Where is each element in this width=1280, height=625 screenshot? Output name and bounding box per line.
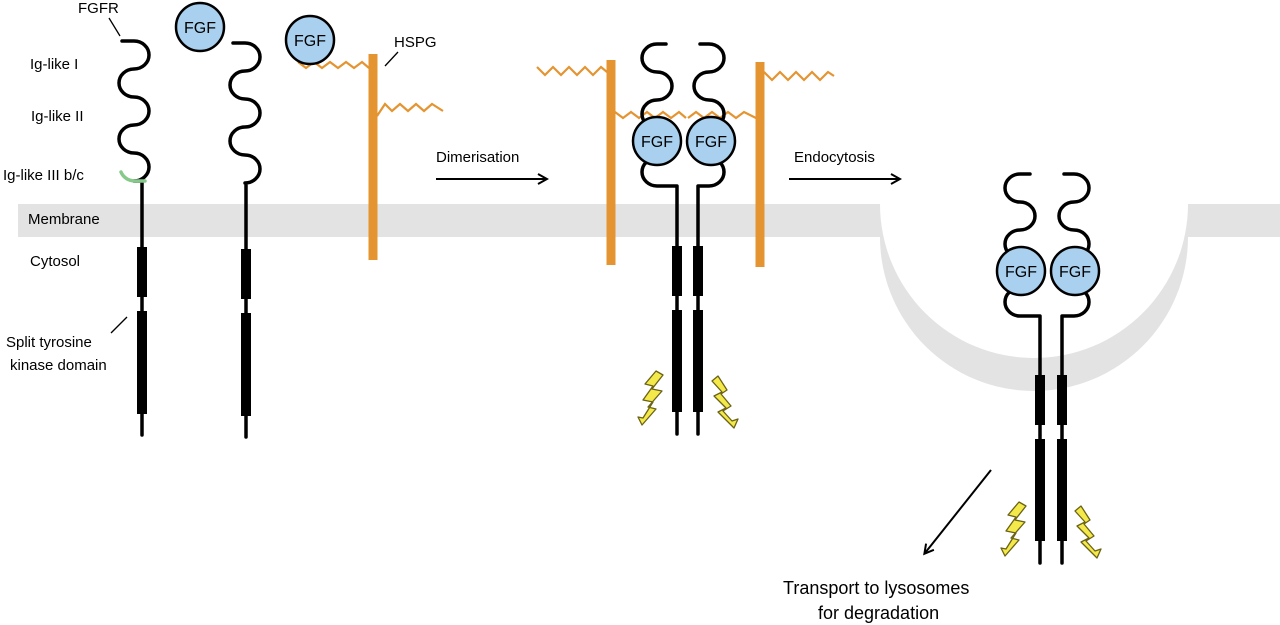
label-endocytosis: Endocytosis xyxy=(794,149,875,166)
membrane xyxy=(18,204,1280,391)
signal-bolt-icon xyxy=(1000,501,1027,557)
label-ig-like-iii: Ig-like III b/c xyxy=(3,167,84,184)
label-ig-like-ii: Ig-like II xyxy=(31,108,84,125)
heparan-sulfate-chain xyxy=(763,70,835,82)
signal-bolt-icon xyxy=(1074,505,1102,559)
arrow-transport xyxy=(925,469,992,553)
svg-text:FGF: FGF xyxy=(695,134,727,151)
label-membrane: Membrane xyxy=(28,211,100,228)
fgf-ligand-free: FGF xyxy=(174,1,226,53)
heparan-sulfate-chain xyxy=(536,65,608,77)
label-kinase-line1: Split tyrosine xyxy=(6,334,92,351)
label-hspg: HSPG xyxy=(394,34,437,51)
label-transport-line1: Transport to lysosomes xyxy=(783,578,969,598)
fgf-ligand-internalised-left: FGF xyxy=(995,245,1047,297)
svg-text:FGF: FGF xyxy=(1005,264,1037,281)
heparan-sulfate-chain xyxy=(376,102,444,117)
leader-line-kinase xyxy=(110,316,128,334)
svg-text:FGF: FGF xyxy=(184,20,216,37)
fgf-ligand-internalised-right: FGF xyxy=(1049,245,1101,297)
signal-bolt-icon xyxy=(711,375,739,429)
label-ig-like-i: Ig-like I xyxy=(30,56,78,73)
svg-text:FGF: FGF xyxy=(294,33,326,50)
svg-text:FGF: FGF xyxy=(1059,264,1091,281)
label-transport-line2: for degradation xyxy=(818,603,939,623)
hspg-2-left xyxy=(536,60,687,265)
label-fgfr: FGFR xyxy=(78,0,119,17)
leader-line-fgfr xyxy=(108,17,121,37)
fgf-ligand-dimer-right: FGF xyxy=(685,115,737,167)
fgf-ligand-dimer-left: FGF xyxy=(631,115,683,167)
label-cytosol: Cytosol xyxy=(30,253,80,270)
label-dimerisation: Dimerisation xyxy=(436,149,519,166)
fgfr-dimer-right xyxy=(691,42,726,436)
label-kinase-line2: kinase domain xyxy=(10,357,107,374)
leader-line-hspg xyxy=(384,51,399,67)
fgfr-monomer-1 xyxy=(117,39,151,437)
fgf-ligand-on-hspg: FGF xyxy=(284,14,336,66)
signal-bolt-icon xyxy=(637,370,664,426)
svg-text:FGF: FGF xyxy=(641,134,673,151)
ig-like-iii-variable-segment xyxy=(119,170,147,183)
fgfr-monomer-2 xyxy=(228,41,262,439)
heparan-sulfate-chain xyxy=(614,110,687,120)
